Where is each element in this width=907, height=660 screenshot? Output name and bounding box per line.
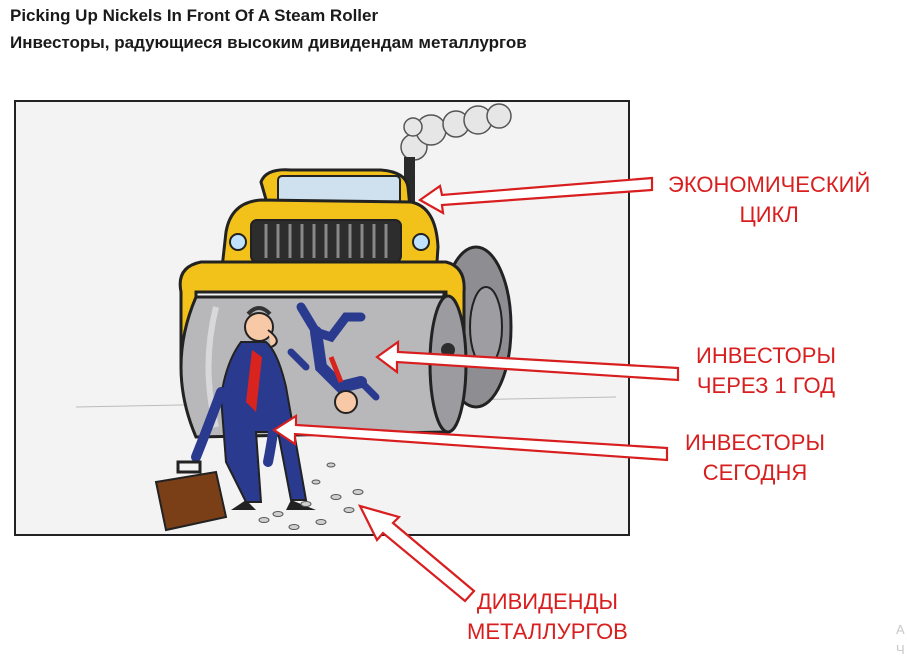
investor-today (154, 306, 316, 532)
label-investors-next-year: ИНВЕСТОРЫ ЧЕРЕЗ 1 ГОД (696, 343, 836, 398)
label-economic-cycle: ЭКОНОМИЧЕСКИЙ ЦИКЛ (668, 172, 871, 227)
watermark: А Ч (896, 622, 905, 657)
smoke (400, 103, 512, 161)
nickels (258, 462, 364, 530)
title-russian: Инвесторы, радующиеся высоким дивидендам… (10, 33, 527, 52)
flattened-investor (287, 302, 380, 414)
steamroller-cartoon (14, 100, 630, 536)
label-investors-today: ИНВЕСТОРЫ СЕГОДНЯ (685, 430, 825, 485)
label-dividends: ДИВИДЕНДЫ МЕТАЛЛУРГОВ (467, 589, 628, 644)
title-english: Picking Up Nickels In Front Of A Steam R… (10, 6, 379, 25)
